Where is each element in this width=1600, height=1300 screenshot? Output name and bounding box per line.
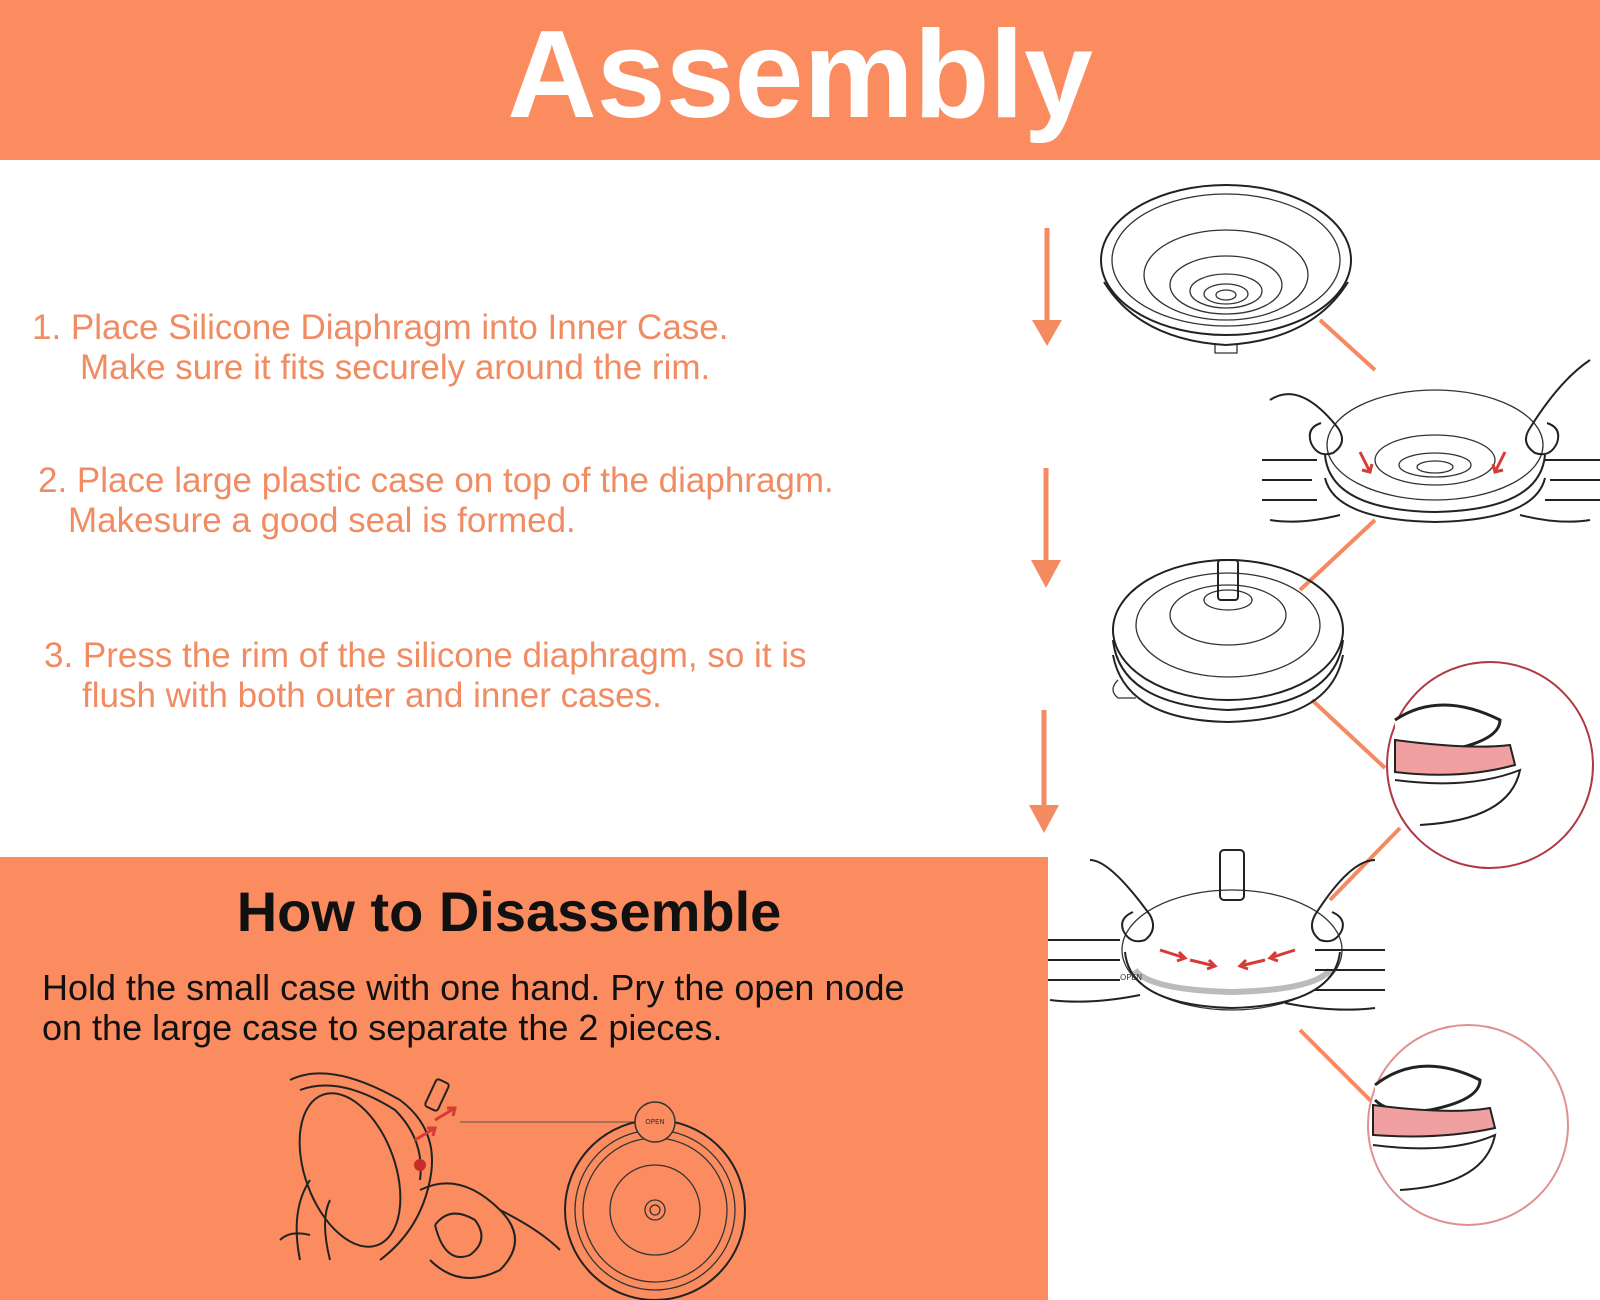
hands-press-illustration bbox=[1262, 359, 1600, 524]
disassemble-line-1: Hold the small case with one hand. Pry t… bbox=[42, 967, 905, 1008]
down-arrow-icon bbox=[1032, 228, 1062, 346]
open-node-label: OPEN bbox=[645, 1118, 664, 1126]
step-1-line-2: Make sure it fits securely around the ri… bbox=[80, 348, 711, 387]
pry-open-illustration: OPEN bbox=[279, 1072, 746, 1300]
disassemble-title: How to Disassemble bbox=[236, 880, 782, 943]
down-arrow-icon bbox=[1029, 710, 1059, 833]
seal-zoom-illustration bbox=[1367, 1024, 1569, 1226]
header-banner bbox=[0, 0, 1600, 160]
down-arrow-icon bbox=[1031, 468, 1061, 588]
assembly-illustrations: OPEN bbox=[1040, 184, 1600, 1226]
step-2: 2. Place large plastic case on top of th… bbox=[38, 461, 834, 541]
callout-line bbox=[1298, 518, 1377, 592]
callout-line bbox=[1298, 1028, 1377, 1107]
hands-press-illustration: OPEN bbox=[1040, 849, 1385, 1011]
disassemble-panel bbox=[0, 857, 1048, 1300]
open-node-label: OPEN bbox=[1120, 973, 1142, 982]
callout-line bbox=[1310, 698, 1387, 770]
diaphragm-illustration bbox=[1100, 184, 1352, 354]
assembled-case-illustration bbox=[1112, 559, 1344, 724]
step-3-line-1: 3. Press the rim of the silicone diaphra… bbox=[44, 636, 807, 675]
callout-line bbox=[1328, 826, 1402, 902]
step-2-line-2: Makesure a good seal is formed. bbox=[68, 501, 576, 540]
step-2-line-1: 2. Place large plastic case on top of th… bbox=[38, 461, 834, 500]
step-1-line-1: 1. Place Silicone Diaphragm into Inner C… bbox=[32, 308, 729, 347]
disassemble-line-2: on the large case to separate the 2 piec… bbox=[42, 1007, 723, 1048]
page-title: Assembly bbox=[507, 6, 1093, 144]
step-3: 3. Press the rim of the silicone diaphra… bbox=[44, 636, 807, 716]
callout-line bbox=[1318, 318, 1377, 372]
step-1: 1. Place Silicone Diaphragm into Inner C… bbox=[32, 308, 728, 388]
disassemble-instructions: Hold the small case with one hand. Pry t… bbox=[42, 968, 1022, 1048]
step-3-line-2: flush with both outer and inner cases. bbox=[82, 676, 662, 715]
seal-zoom-illustration bbox=[1386, 661, 1594, 869]
